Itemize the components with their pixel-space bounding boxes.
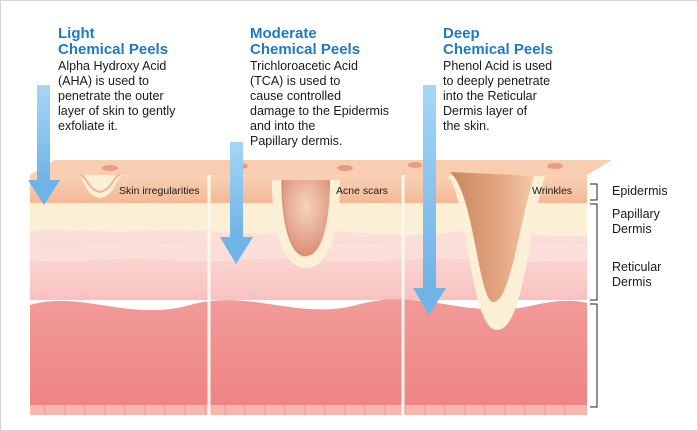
- moderate-peel-title-1: Moderate: [250, 25, 317, 42]
- layer-brackets: [590, 183, 598, 408]
- skin-irregularities-label: Skin irregularities: [119, 185, 200, 197]
- wrinkles-label: Wrinkles: [532, 185, 573, 197]
- epidermis-label: Epidermis: [612, 184, 668, 198]
- moderate-peel-title-2: Chemical Peels: [250, 41, 361, 58]
- deep-peel-title-2: Chemical Peels: [443, 41, 554, 58]
- light-peel-title-1: Light: [58, 25, 95, 42]
- light-peel-title-2: Chemical Peels: [58, 41, 169, 58]
- light-peel-description: Alpha Hydroxy Acid (AHA) is used to pene…: [58, 59, 176, 133]
- light-peel-heading: Light Chemical Peels: [58, 26, 168, 58]
- wrinkle: [450, 172, 534, 303]
- papillary-dermis-label: Papillary Dermis: [612, 207, 660, 236]
- acne-scars-label: Acne scars: [336, 185, 388, 197]
- skin-surface-top: [30, 160, 612, 175]
- base-strip: [30, 405, 587, 415]
- deep-peel-description: Phenol Acid is used to deeply penetrate …: [443, 59, 553, 133]
- arrow-moderate-peel: [220, 142, 253, 264]
- deep-peel-title-1: Deep: [443, 25, 480, 42]
- base-strip-ticks: [44, 405, 566, 415]
- moderate-peel-heading: Moderate Chemical Peels: [250, 26, 360, 58]
- reticular-dermis-label: Reticular Dermis: [612, 260, 662, 289]
- acne-scar: [282, 180, 330, 256]
- arrow-deep-peel: [413, 85, 446, 315]
- deep-peel-heading: Deep Chemical Peels: [443, 26, 553, 58]
- arrow-light-peel: [28, 85, 60, 205]
- deep-tissue-layer: [30, 299, 587, 405]
- moderate-peel-description: Trichloroacetic Acid (TCA) is used to ca…: [250, 59, 389, 148]
